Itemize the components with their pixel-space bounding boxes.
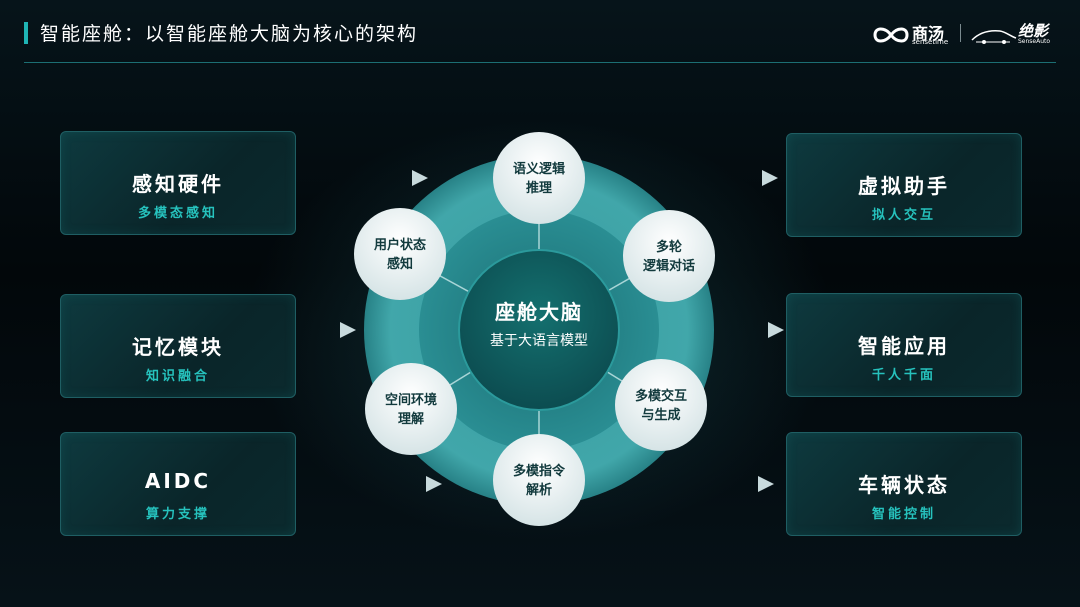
node-multimodal-command (493, 434, 585, 526)
page-title: 智能座舱：以智能座舱大脑为核心的架构 (40, 23, 419, 45)
input-box-sensing-hardware: 感知硬件 多模态感知 (60, 131, 296, 235)
center-subtitle: 基于大语言模型 (490, 333, 588, 349)
output-box-title: 虚拟助手 (858, 174, 950, 198)
node-label: 多模交互与生成 (634, 389, 687, 423)
senseauto-logo-cn: 绝影 (1018, 22, 1049, 40)
capability-nodes (354, 132, 715, 526)
center-brain-circle (458, 249, 620, 411)
output-box-vehicle-status: 车辆状态 智能控制 (786, 432, 1022, 536)
node-user-state (354, 208, 446, 300)
center-title: 座舱大脑 (495, 300, 583, 324)
input-box-subtitle: 知识融合 (145, 369, 210, 384)
logo-separator (960, 24, 961, 42)
input-box-title: 记忆模块 (132, 335, 224, 359)
senseauto-logo-en: SenseAuto (1018, 38, 1051, 45)
sensetime-logo-en: sensetime (912, 38, 949, 46)
input-box-aidc: AIDC 算力支撑 (60, 432, 296, 536)
node-multimodal-interaction (615, 359, 707, 451)
output-box-subtitle: 千人千面 (871, 368, 936, 383)
output-box-virtual-assistant: 虚拟助手 拟人交互 (786, 133, 1022, 237)
input-box-title: 感知硬件 (132, 172, 224, 196)
output-box-title: 智能应用 (858, 334, 950, 358)
node-label: 多轮逻辑对话 (642, 240, 695, 274)
node-semantic-reasoning (493, 132, 585, 224)
header-divider (24, 62, 1056, 63)
node-multi-turn-dialog (623, 210, 715, 302)
senseauto-car-icon (971, 30, 1017, 44)
node-spatial-understanding (365, 363, 457, 455)
sensetime-logo-cn: 商汤 (912, 24, 945, 43)
input-box-subtitle: 多模态感知 (137, 206, 218, 221)
sensetime-logo-icon (873, 27, 909, 43)
title-accent-bar (24, 22, 28, 44)
node-label: 用户状态感知 (373, 238, 426, 272)
header: 智能座舱：以智能座舱大脑为核心的架构 商汤 sensetime 绝影 Sense… (0, 0, 1080, 63)
input-box-subtitle: 算力支撑 (145, 507, 210, 522)
output-box-subtitle: 拟人交互 (871, 208, 936, 223)
output-box-subtitle: 智能控制 (871, 507, 936, 522)
output-box-title: 车辆状态 (858, 473, 950, 497)
node-label: 多模指令解析 (512, 464, 565, 498)
node-label: 空间环境理解 (384, 393, 437, 427)
input-box-memory-module: 记忆模块 知识融合 (60, 294, 296, 398)
input-box-title: AIDC (144, 469, 212, 493)
output-box-smart-apps: 智能应用 千人千面 (786, 293, 1022, 397)
node-label: 语义逻辑推理 (512, 162, 565, 196)
